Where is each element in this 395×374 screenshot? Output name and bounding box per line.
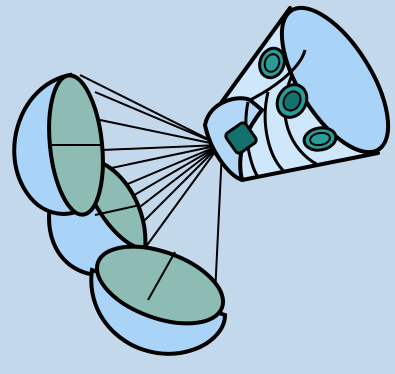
capsule-parachute-illustration — [0, 0, 395, 374]
